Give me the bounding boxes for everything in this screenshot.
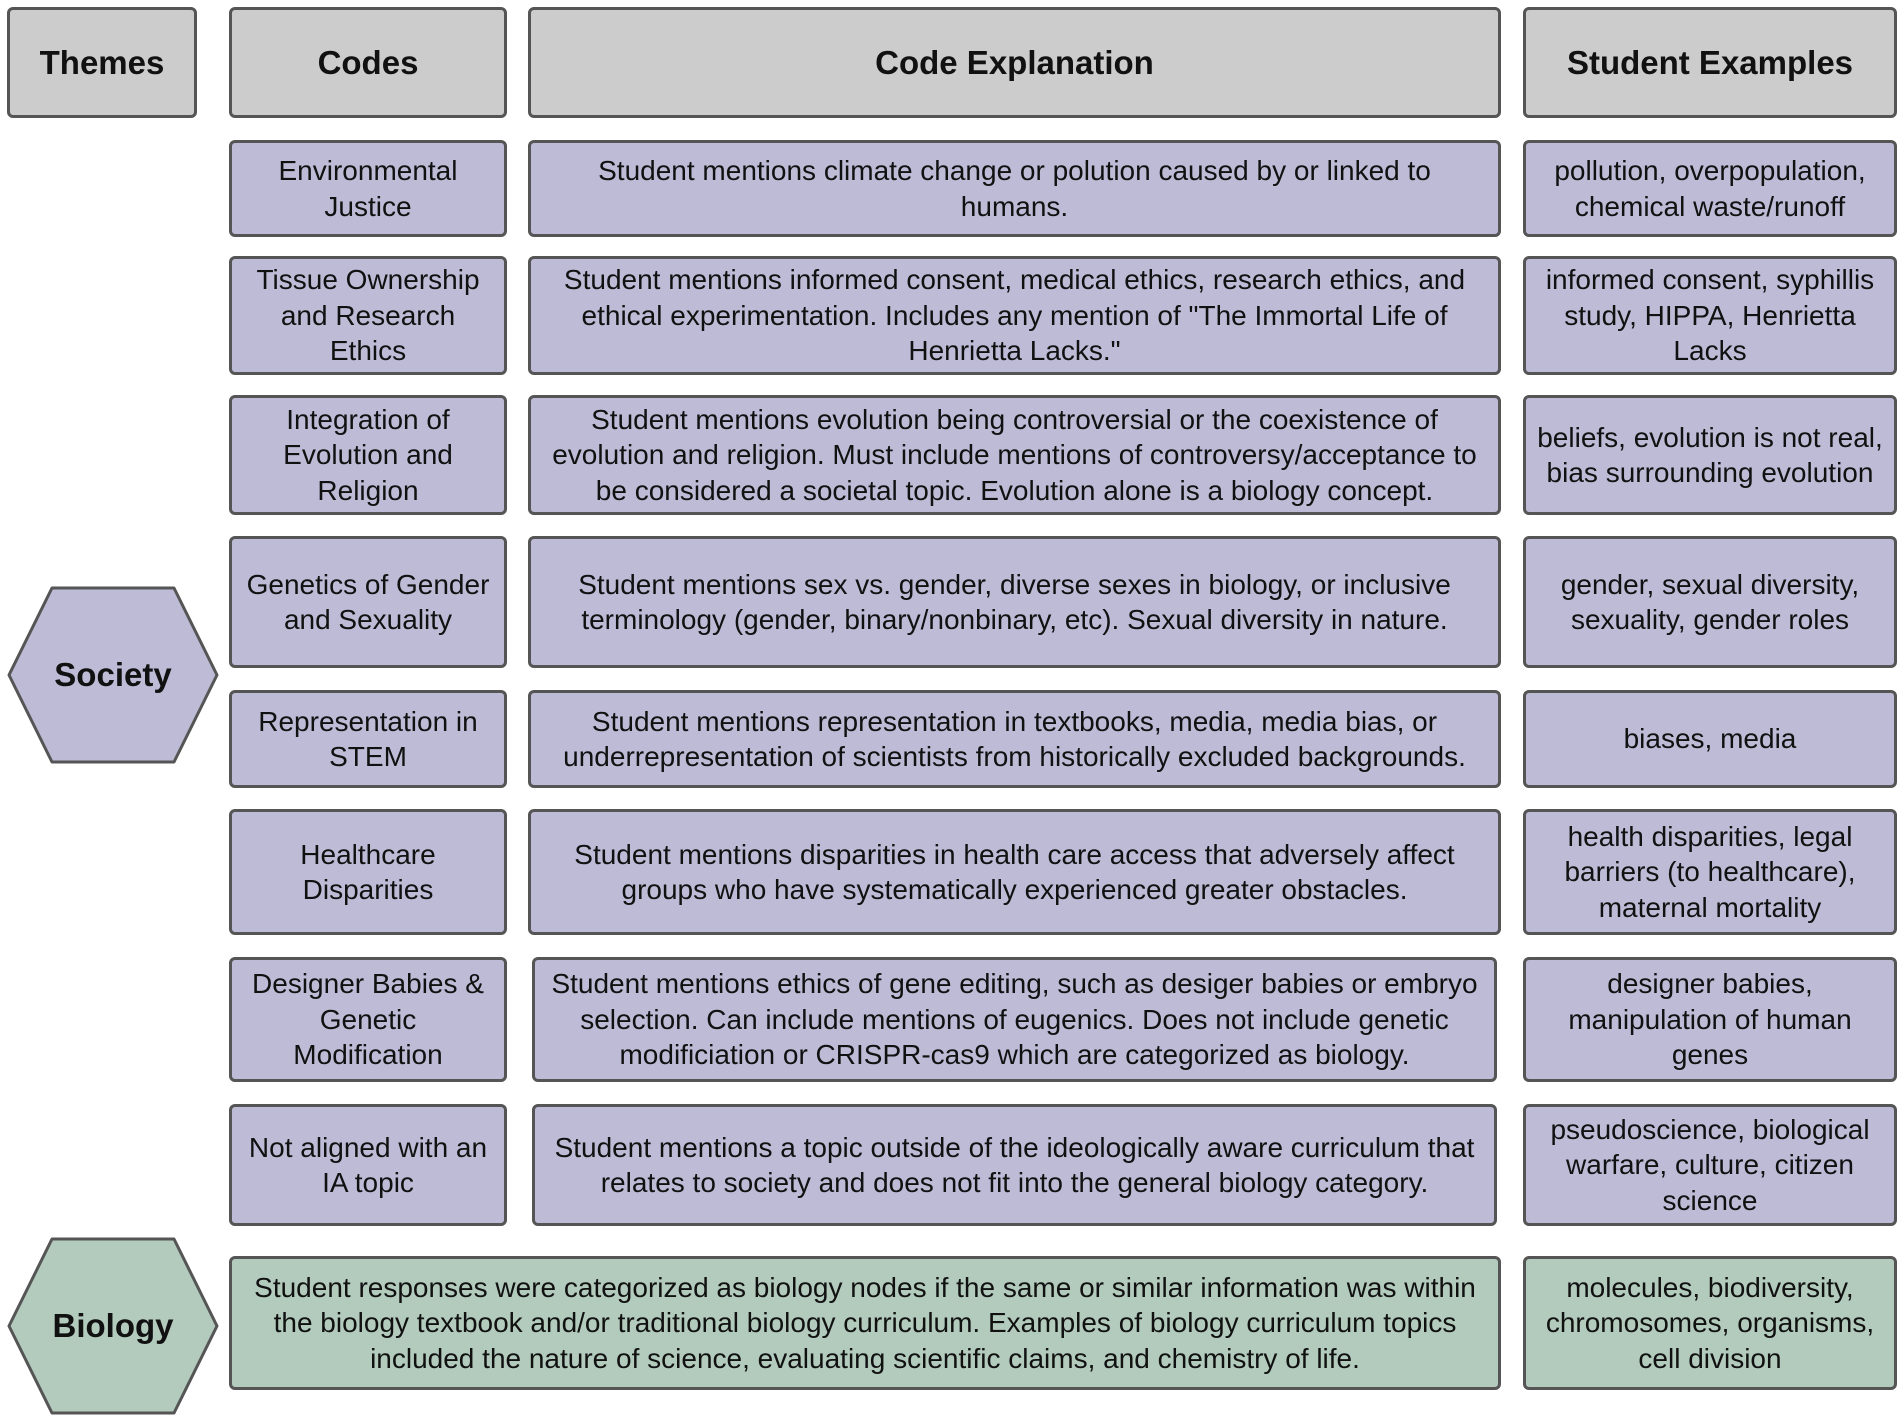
- examples-cell: pollution, overpopulation, chemical wast…: [1523, 140, 1897, 237]
- code-cell: Environmental Justice: [229, 140, 507, 237]
- examples-cell: informed consent, syphillis study, HIPPA…: [1523, 256, 1897, 375]
- society-hexagon: [7, 586, 219, 764]
- examples-text: designer babies, manipulation of human g…: [1568, 968, 1852, 1071]
- code-cell: Designer Babies & Genetic Modification: [229, 957, 507, 1082]
- biology-examples-cell: molecules, biodiversity, chromosomes, or…: [1523, 1256, 1897, 1390]
- explanation-cell: Student mentions climate change or polut…: [528, 140, 1501, 237]
- explanation-text: Student mentions disparities in health c…: [574, 838, 1455, 906]
- code-cell: Genetics of Gender and Sexuality: [229, 536, 507, 668]
- code-label: Integration of Evolution and Religion: [283, 403, 453, 506]
- explanation-text: Student mentions climate change or polut…: [598, 155, 1431, 222]
- biology-examples-text: molecules, biodiversity, chromosomes, or…: [1545, 1271, 1875, 1374]
- examples-cell: designer babies, manipulation of human g…: [1523, 957, 1897, 1082]
- examples-text: pseudoscience, biological warfare, cultu…: [1550, 1113, 1870, 1216]
- explanation-cell: Student mentions representation in textb…: [528, 690, 1501, 788]
- code-cell: Integration of Evolution and Religion: [229, 395, 507, 515]
- examples-text: beliefs, evolution is not real, bias sur…: [1537, 421, 1883, 489]
- examples-text: pollution, overpopulation, chemical wast…: [1554, 155, 1866, 222]
- header-examples-label: Student Examples: [1566, 43, 1854, 81]
- examples-cell: pseudoscience, biological warfare, cultu…: [1523, 1104, 1897, 1226]
- theme-biology-label: Biology: [52, 1307, 174, 1344]
- explanation-cell: Student mentions sex vs. gender, diverse…: [528, 536, 1501, 668]
- code-cell: Representation in STEM: [229, 690, 507, 788]
- explanation-text: Student mentions evolution being controv…: [552, 403, 1477, 506]
- explanation-cell: Student mentions disparities in health c…: [528, 809, 1501, 935]
- explanation-text: Student mentions a topic outside of the …: [554, 1131, 1475, 1199]
- examples-text: informed consent, syphillis study, HIPPA…: [1545, 264, 1875, 367]
- header-examples: Student Examples: [1523, 7, 1897, 118]
- code-cell: Not aligned with an IA topic: [229, 1104, 507, 1226]
- code-label: Representation in STEM: [258, 705, 478, 773]
- explanation-cell: Student mentions ethics of gene editing,…: [532, 957, 1497, 1082]
- examples-cell: gender, sexual diversity, sexuality, gen…: [1523, 536, 1897, 668]
- code-label: Not aligned with an IA topic: [248, 1131, 488, 1199]
- header-codes-label: Codes: [317, 43, 419, 81]
- header-codes: Codes: [229, 7, 507, 118]
- examples-cell: health disparities, legal barriers (to h…: [1523, 809, 1897, 935]
- theme-society-label: Society: [54, 656, 172, 693]
- header-explanation-label: Code Explanation: [875, 43, 1154, 81]
- header-themes: Themes: [7, 7, 197, 118]
- explanation-text: Student mentions sex vs. gender, diverse…: [578, 568, 1451, 636]
- code-label: Environmental Justice: [278, 155, 458, 222]
- explanation-cell: Student mentions evolution being controv…: [528, 395, 1501, 515]
- code-label: Healthcare Disparities: [300, 838, 436, 906]
- biology-explanation-cell: Student responses were categorized as bi…: [229, 1256, 1501, 1390]
- code-label: Genetics of Gender and Sexuality: [246, 568, 490, 636]
- examples-cell: biases, media: [1523, 690, 1897, 788]
- explanation-cell: Student mentions a topic outside of the …: [532, 1104, 1497, 1226]
- code-label: Designer Babies & Genetic Modification: [252, 968, 484, 1071]
- header-themes-label: Themes: [39, 43, 165, 81]
- explanation-cell: Student mentions informed consent, medic…: [528, 256, 1501, 375]
- header-explanation: Code Explanation: [528, 7, 1501, 118]
- code-cell: Tissue Ownership and Research Ethics: [229, 256, 507, 375]
- examples-text: biases, media: [1623, 723, 1797, 755]
- code-cell: Healthcare Disparities: [229, 809, 507, 935]
- biology-hexagon: [7, 1237, 219, 1415]
- examples-cell: beliefs, evolution is not real, bias sur…: [1523, 395, 1897, 515]
- explanation-text: Student mentions representation in textb…: [563, 705, 1466, 773]
- explanation-text: Student mentions ethics of gene editing,…: [551, 968, 1478, 1071]
- explanation-text: Student mentions informed consent, medic…: [563, 264, 1466, 367]
- examples-text: gender, sexual diversity, sexuality, gen…: [1560, 568, 1860, 636]
- biology-explanation-text: Student responses were categorized as bi…: [254, 1271, 1476, 1374]
- code-label: Tissue Ownership and Research Ethics: [256, 264, 480, 367]
- examples-text: health disparities, legal barriers (to h…: [1564, 820, 1856, 923]
